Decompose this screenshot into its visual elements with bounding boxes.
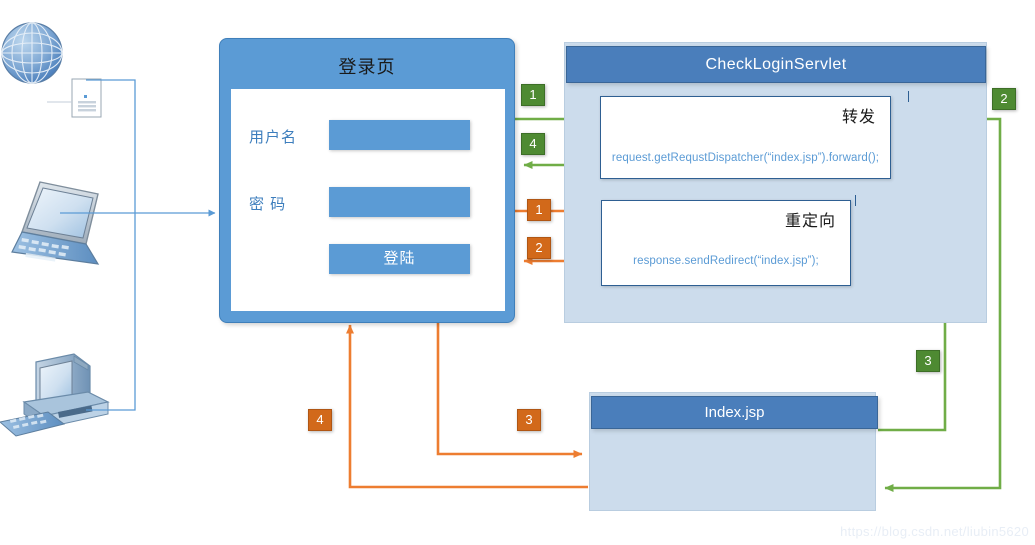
badge-forward-4: 4 [521, 133, 545, 155]
username-label: 用户名 [249, 129, 298, 146]
document-page-icon [47, 78, 102, 118]
password-label: 密 码 [249, 196, 287, 213]
redirect-card-tick [855, 195, 856, 206]
password-input[interactable] [329, 187, 470, 217]
redirect-card: 重定向 response.sendRedirect(“index.jsp”); [601, 200, 851, 286]
client-devices-group [0, 22, 110, 437]
badge-forward-1: 1 [521, 84, 545, 106]
watermark-text: https://blog.csdn.net/liubin5620 [840, 524, 1029, 539]
badge-forward-2: 2 [992, 88, 1016, 110]
badge-forward-3: 3 [916, 350, 940, 372]
forward-card: 转发 request.getRequstDispatcher(“index.js… [600, 96, 891, 179]
redirect-card-title: 重定向 [784, 213, 836, 230]
checkloginservlet-title: CheckLoginServlet [566, 46, 986, 83]
login-submit-button[interactable]: 登陆 [329, 244, 470, 274]
forward-card-tick [908, 91, 909, 102]
redirect-card-code: response.sendRedirect(“index.jsp”); [633, 255, 819, 267]
badge-redirect-3: 3 [517, 409, 541, 431]
globe-network-icon [1, 22, 63, 84]
badge-redirect-2: 2 [527, 237, 551, 259]
forward-card-title: 转发 [841, 109, 876, 126]
login-page-title: 登录页 [338, 57, 396, 77]
forward-card-code: request.getRequstDispatcher(“index.jsp”)… [611, 152, 880, 164]
username-input[interactable] [329, 120, 470, 150]
desktop-computer-icon [0, 353, 110, 437]
indexjsp-title: Index.jsp [591, 396, 878, 429]
badge-redirect-4: 4 [308, 409, 332, 431]
login-form: 用户名 密 码 登陆 [231, 89, 505, 311]
laptop-icon [11, 181, 100, 265]
badge-redirect-1: 1 [527, 199, 551, 221]
login-page-card: 登录页 用户名 密 码 登陆 [219, 38, 515, 323]
